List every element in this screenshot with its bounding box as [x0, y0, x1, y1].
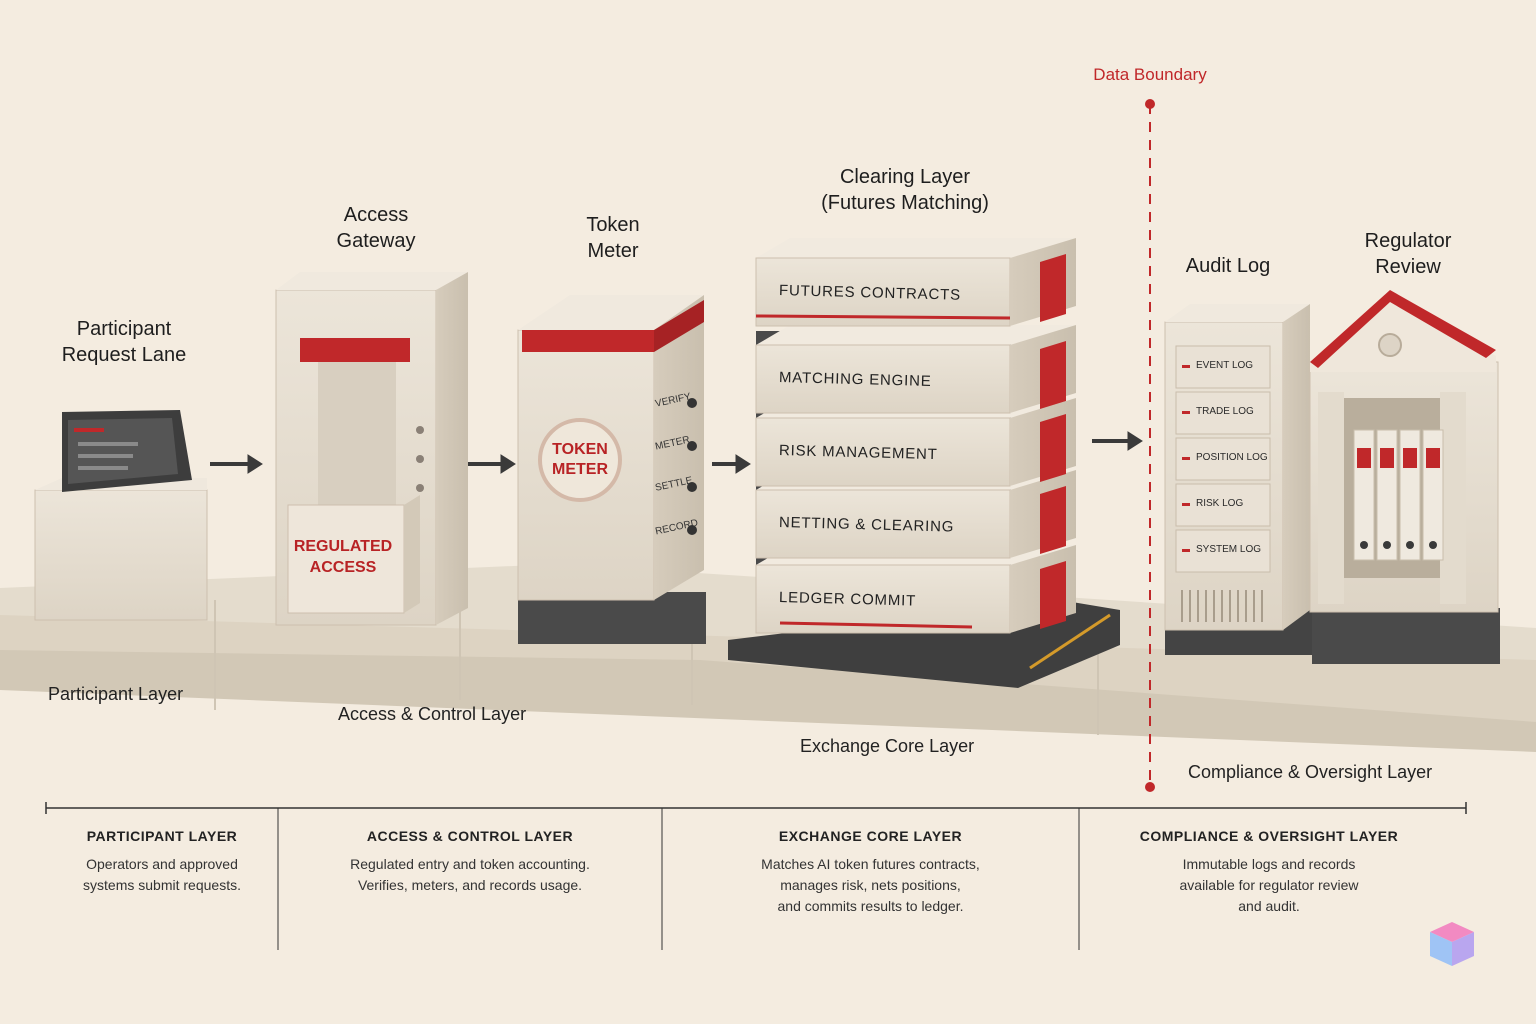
- regulator-building: [1309, 290, 1500, 664]
- gateway-title-line-2: Gateway: [336, 230, 416, 252]
- clearing-tier: [755, 325, 1076, 414]
- audit-log-label: POSITION LOG: [1196, 452, 1268, 463]
- regulated-access-sign: REGULATED ACCESS: [290, 536, 396, 578]
- participant-title-line-2: Request Lane: [61, 344, 187, 366]
- participant-terminal: [34, 410, 208, 621]
- legend-description: Operators and approved systems submit re…: [83, 856, 241, 893]
- audit-log-label: SYSTEM LOG: [1196, 544, 1262, 555]
- regulator-title-line-2: Review: [1375, 256, 1441, 278]
- layer-label-participant: Participant Layer: [48, 684, 184, 704]
- audit-log-label: EVENT LOG: [1196, 360, 1254, 371]
- audit-log-label: TRADE LOG: [1196, 406, 1254, 417]
- audit-drawer: [1175, 345, 1271, 389]
- legend-description: Immutable logs and records available for…: [1179, 856, 1359, 914]
- audit-drawer: [1175, 483, 1271, 527]
- gateway-title-line-1: Access: [343, 204, 409, 226]
- clearing-title-line-2: (Futures Matching): [821, 192, 989, 214]
- legend-description: Regulated entry and token accounting. Ve…: [350, 856, 590, 893]
- binder: [1376, 429, 1398, 561]
- regulator-title-line-1: Regulator: [1364, 230, 1452, 252]
- clearing-title-line-1: Clearing Layer: [839, 166, 971, 188]
- audit-log-cabinet: [1164, 304, 1315, 655]
- legend-heading: COMPLIANCE & OVERSIGHT LAYER: [1139, 828, 1399, 844]
- binder: [1422, 429, 1444, 561]
- legend-core: EXCHANGE CORE LAYER Matches AI token fut…: [662, 828, 1079, 917]
- boundary-label: Data Boundary: [1093, 65, 1207, 84]
- legend-participant: PARTICIPANT LAYER Operators and approved…: [46, 828, 278, 896]
- layer-label-compliance: Compliance & Oversight Layer: [1188, 762, 1433, 782]
- meter-title-line-1: Token: [586, 214, 640, 236]
- layer-label-core: Exchange Core Layer: [800, 736, 975, 756]
- audit-drawer: [1175, 391, 1271, 435]
- legend-heading: PARTICIPANT LAYER: [86, 828, 238, 844]
- regulator-title: Regulator Review: [1338, 228, 1478, 280]
- gateway-title: Access Gateway: [296, 202, 456, 254]
- audit-drawer: [1175, 529, 1271, 573]
- participant-title: Participant Request Lane: [44, 316, 204, 368]
- badge-line-1: TOKEN: [552, 441, 608, 458]
- clearing-tier: [755, 238, 1076, 327]
- token-meter-badge: TOKEN METER: [540, 440, 620, 480]
- legend-heading: EXCHANGE CORE LAYER: [778, 828, 963, 844]
- meter-title: Token Meter: [553, 212, 673, 264]
- audit-log-label: RISK LOG: [1196, 498, 1244, 509]
- sign-line-1: REGULATED: [293, 538, 393, 555]
- sign-line-2: ACCESS: [309, 559, 377, 576]
- legend-description: Matches AI token futures contracts, mana…: [761, 856, 980, 914]
- cube-logo-icon: [1430, 922, 1474, 966]
- legend-access: ACCESS & CONTROL LAYER Regulated entry a…: [278, 828, 662, 896]
- audit-drawer: [1175, 437, 1271, 481]
- clearing-stack: [728, 238, 1120, 688]
- data-boundary: [1145, 99, 1155, 792]
- access-gateway: [275, 272, 468, 626]
- binder: [1353, 429, 1375, 561]
- binder: [1399, 429, 1421, 561]
- legend-heading: ACCESS & CONTROL LAYER: [366, 828, 574, 844]
- layer-label-access: Access & Control Layer: [338, 704, 527, 724]
- clearing-title: Clearing Layer (Futures Matching): [775, 164, 1035, 216]
- badge-line-2: METER: [552, 461, 608, 478]
- legend-compliance: COMPLIANCE & OVERSIGHT LAYER Immutable l…: [1079, 828, 1459, 917]
- tier-label: LEDGER COMMIT: [778, 589, 917, 610]
- audit-title: Audit Log: [1185, 255, 1271, 277]
- participant-title-line-1: Participant: [76, 318, 172, 340]
- token-meter: [517, 295, 706, 644]
- meter-title-line-2: Meter: [587, 240, 639, 262]
